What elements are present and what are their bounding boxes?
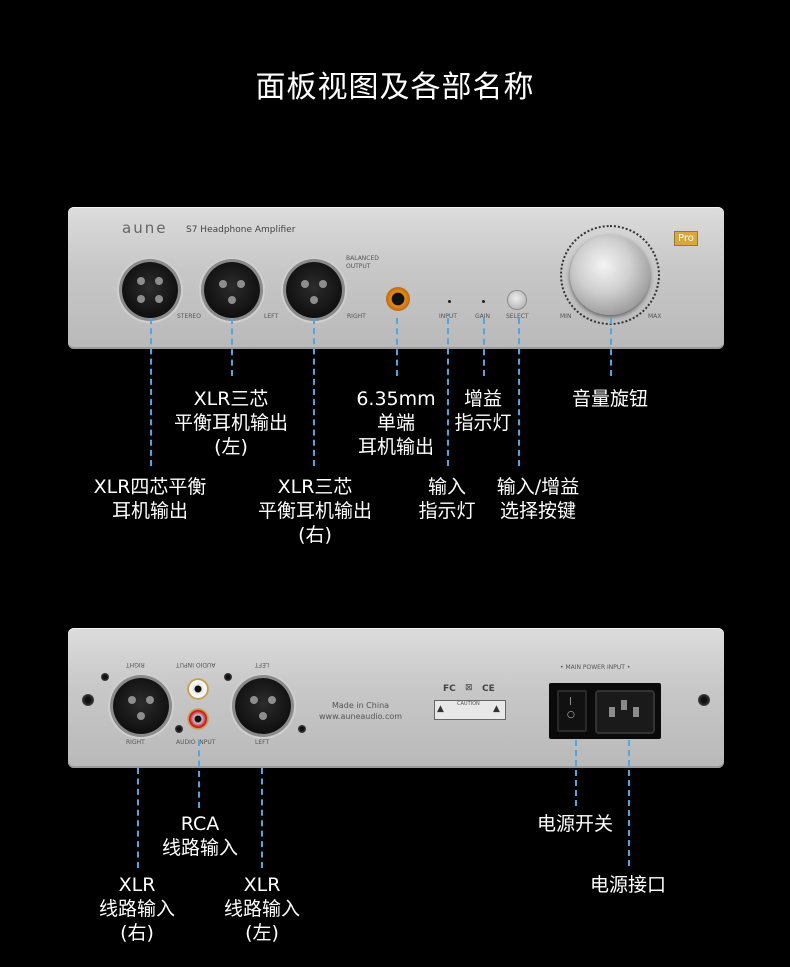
label-rca-input: RCA 线路输入 (161, 813, 238, 859)
phone-jack-6-35mm[interactable] (386, 287, 410, 311)
rear-panel: RIGHT AUDIO INPUT LEFT RIGHT AUDIO INPUT… (68, 628, 724, 768)
leader-line (231, 318, 233, 376)
xlr-input-right[interactable] (113, 678, 169, 734)
screw (298, 725, 306, 733)
made-in-label: Made in China (332, 701, 390, 710)
ce-mark: CE (482, 684, 495, 694)
leader-line (261, 768, 263, 868)
label-xlr-input-left: XLR 线路输入 (左) (223, 874, 300, 944)
leader-line (610, 318, 612, 376)
label-gain-led: 增益 指示灯 (454, 388, 512, 434)
leader-line (518, 318, 520, 466)
label-xlr-4pin: XLR四芯平衡 耳机输出 (93, 476, 207, 522)
label-audio-input-mirrored: AUDIO INPUT (176, 661, 216, 668)
label-left: LEFT (255, 739, 270, 746)
label-input: INPUT (439, 313, 457, 320)
power-switch[interactable]: | ○ (557, 690, 587, 732)
power-socket[interactable] (595, 690, 655, 734)
label-min: MIN (560, 313, 572, 320)
label-power-switch: 电源开关 (536, 813, 613, 835)
leader-line (137, 768, 139, 868)
input-led (448, 300, 451, 303)
label-volume-knob: 音量旋钮 (571, 388, 648, 410)
warning-icon: ▲ (437, 704, 444, 714)
label-left: LEFT (264, 313, 279, 320)
warning-icon: ▲ (493, 704, 500, 714)
xlr-3pin-right-output[interactable] (286, 262, 342, 318)
screw (224, 673, 232, 681)
screw (698, 694, 710, 706)
screw (175, 725, 183, 733)
screw (101, 673, 109, 681)
label-audio-input: AUDIO INPUT (176, 739, 216, 746)
leader-line (396, 318, 398, 376)
leader-line (150, 318, 152, 466)
label-power-socket: 电源接口 (589, 874, 666, 896)
xlr-3pin-left-output[interactable] (204, 262, 260, 318)
leader-line (447, 318, 449, 466)
label-gain: GAIN (475, 313, 491, 320)
pro-badge: Pro (674, 231, 698, 246)
label-right-mirrored: RIGHT (126, 661, 145, 668)
website-label: www.auneaudio.com (319, 712, 403, 721)
volume-knob[interactable] (570, 235, 650, 315)
leader-line (313, 318, 315, 466)
select-button[interactable] (508, 291, 526, 309)
label-xlr-3pin-right: XLR三芯 平衡耳机输出 (右) (257, 476, 372, 546)
rca-input-left[interactable] (187, 678, 209, 700)
xlr-4pin-output[interactable] (122, 262, 178, 318)
fcc-mark: FC (443, 684, 456, 694)
main-power-input-label: • MAIN POWER INPUT • (560, 664, 631, 671)
switch-on-icon: | (569, 696, 572, 705)
weee-icon: ⊠ (465, 683, 473, 693)
label-max: MAX (648, 313, 662, 320)
label-select-button: 输入/增益 选择按键 (496, 476, 580, 522)
brand-logo: aune (122, 219, 168, 237)
label-right: RIGHT (347, 313, 366, 320)
gain-led (482, 300, 485, 303)
leader-line (575, 740, 577, 806)
screw (82, 694, 94, 706)
rca-input-right[interactable] (187, 708, 209, 730)
label-phone-jack: 6.35mm 单端 耳机输出 (356, 388, 436, 458)
caution-text: CAUTION (457, 701, 480, 707)
label-left-mirrored: LEFT (255, 661, 270, 668)
switch-off-icon: ○ (567, 710, 575, 720)
leader-line (483, 318, 485, 376)
label-stereo: STEREO (177, 313, 201, 320)
page-title: 面板视图及各部名称 (255, 70, 535, 105)
label-select: SELECT (506, 313, 529, 320)
label-xlr-input-right: XLR 线路输入 (右) (98, 874, 175, 944)
leader-line (198, 740, 200, 808)
leader-line (628, 740, 630, 866)
label-input-led: 输入 指示灯 (418, 476, 476, 522)
balanced-output-label: BALANCED OUTPUT (346, 255, 379, 270)
label-right: RIGHT (126, 739, 145, 746)
label-xlr-3pin-left: XLR三芯 平衡耳机输出 (左) (173, 388, 288, 458)
xlr-input-left[interactable] (235, 678, 291, 734)
front-panel: aune S7 Headphone Amplifier Pro BALANCED… (68, 207, 724, 349)
caution-sticker: CAUTION ▲ ▲ (434, 700, 506, 720)
model-name: S7 Headphone Amplifier (186, 225, 296, 235)
